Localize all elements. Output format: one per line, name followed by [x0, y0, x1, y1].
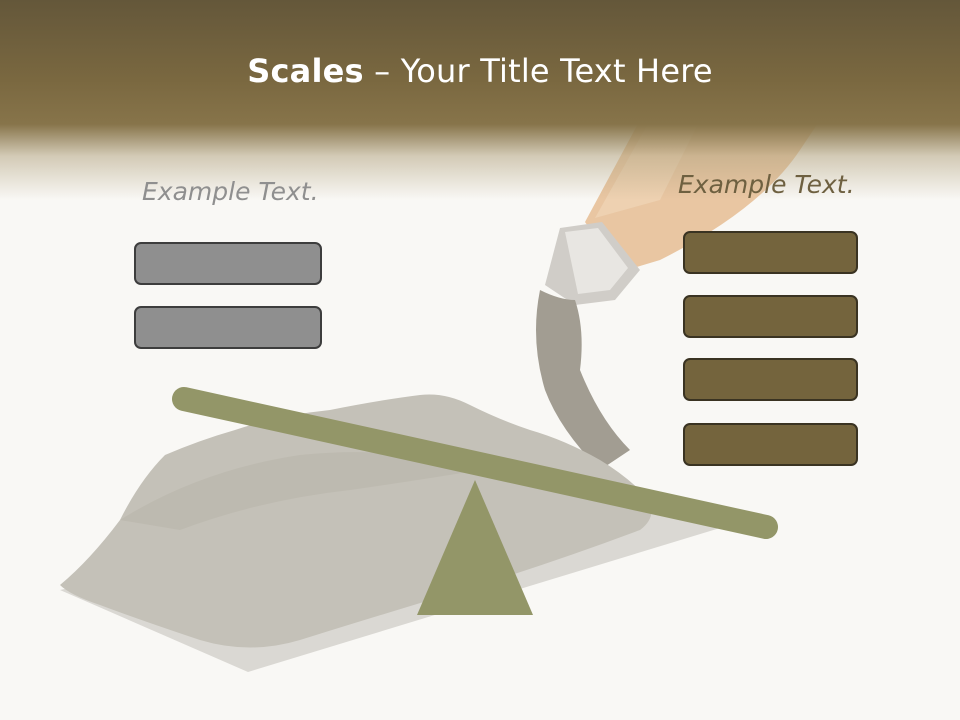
right-box-4: [683, 423, 858, 466]
title-dash: –: [363, 52, 401, 90]
title-rest: Your Title Text Here: [400, 52, 713, 90]
trowel-ferrule: [545, 222, 640, 305]
right-example-text: Example Text.: [678, 170, 855, 199]
right-box-2: [683, 295, 858, 338]
trowel-neck: [536, 290, 630, 470]
header-band: [0, 0, 960, 200]
title-bold: Scales: [247, 52, 364, 90]
scale-beam: [172, 387, 778, 539]
right-box-1: [683, 231, 858, 274]
scale-fulcrum: [417, 480, 533, 615]
left-box-1: [134, 242, 322, 285]
right-box-3: [683, 358, 858, 401]
slide-title: Scales – Your Title Text Here: [0, 52, 960, 90]
left-box-2: [134, 306, 322, 349]
left-example-text: Example Text.: [142, 177, 319, 206]
